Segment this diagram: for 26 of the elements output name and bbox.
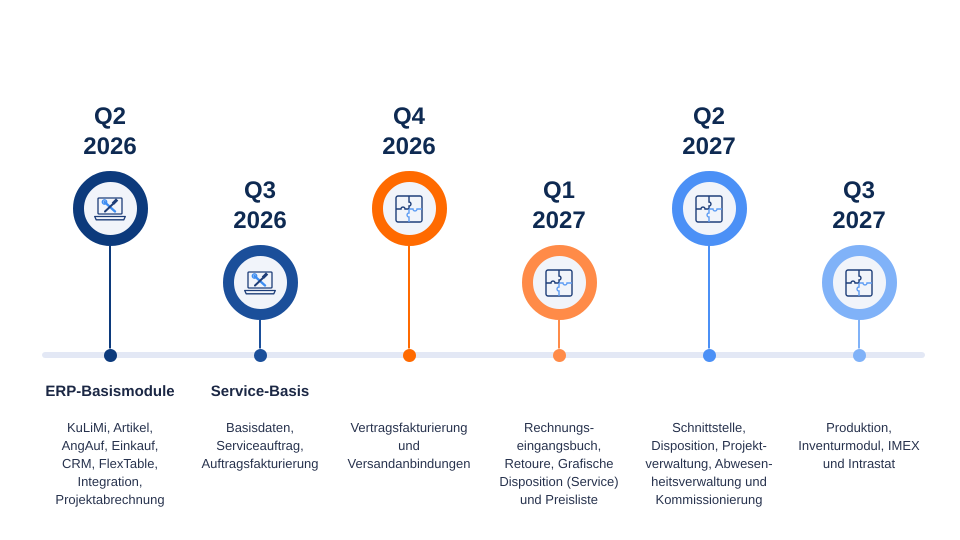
quarter-label: Q1 2027 xyxy=(532,176,586,236)
description-text: KuLiMi, Artikel, AngAuf, Einkauf, CRM, FlexTable, Integration, Projektabrechnung xyxy=(54,419,166,509)
module-title: Service-Basis xyxy=(210,383,310,401)
timeline-dot xyxy=(254,348,266,362)
timeline-dot xyxy=(552,348,566,362)
module-title: ERP-Basismodule xyxy=(45,383,175,401)
timeline-dot xyxy=(852,348,866,362)
connector-line xyxy=(558,320,560,348)
timeline-dot xyxy=(702,348,716,362)
quarter-label: Q4 2026 xyxy=(382,102,436,162)
connector-line xyxy=(109,246,111,348)
timeline-dot xyxy=(104,348,116,362)
timeline-dot xyxy=(402,348,416,362)
description-text: Rechnungs- eingangsbuch, Retoure, Grafische Disposition (Service) und Preisliste xyxy=(498,419,620,509)
connector-line xyxy=(708,246,710,348)
description-text: Schnittstelle, Disposition, Projekt- verwaltung, Abwesen- heitsverwaltung und Kommissionierung xyxy=(645,419,773,509)
quarter-label: Q3 2027 xyxy=(832,176,886,236)
quarter-label: Q3 2026 xyxy=(233,176,287,236)
connector-line xyxy=(858,320,860,348)
quarter-label: Q2 2026 xyxy=(83,102,137,162)
description-text: Produktion, Inventurmodul, IMEX und Intrastat xyxy=(797,419,921,473)
description-text: Basisdaten, Serviceauftrag, Auftragsfakturierung xyxy=(200,419,320,473)
connector-line xyxy=(259,320,261,348)
quarter-label: Q2 2027 xyxy=(682,102,736,162)
description-text: Vertragsfakturierung und Versandanbindungen xyxy=(346,419,472,473)
connector-line xyxy=(408,246,410,348)
